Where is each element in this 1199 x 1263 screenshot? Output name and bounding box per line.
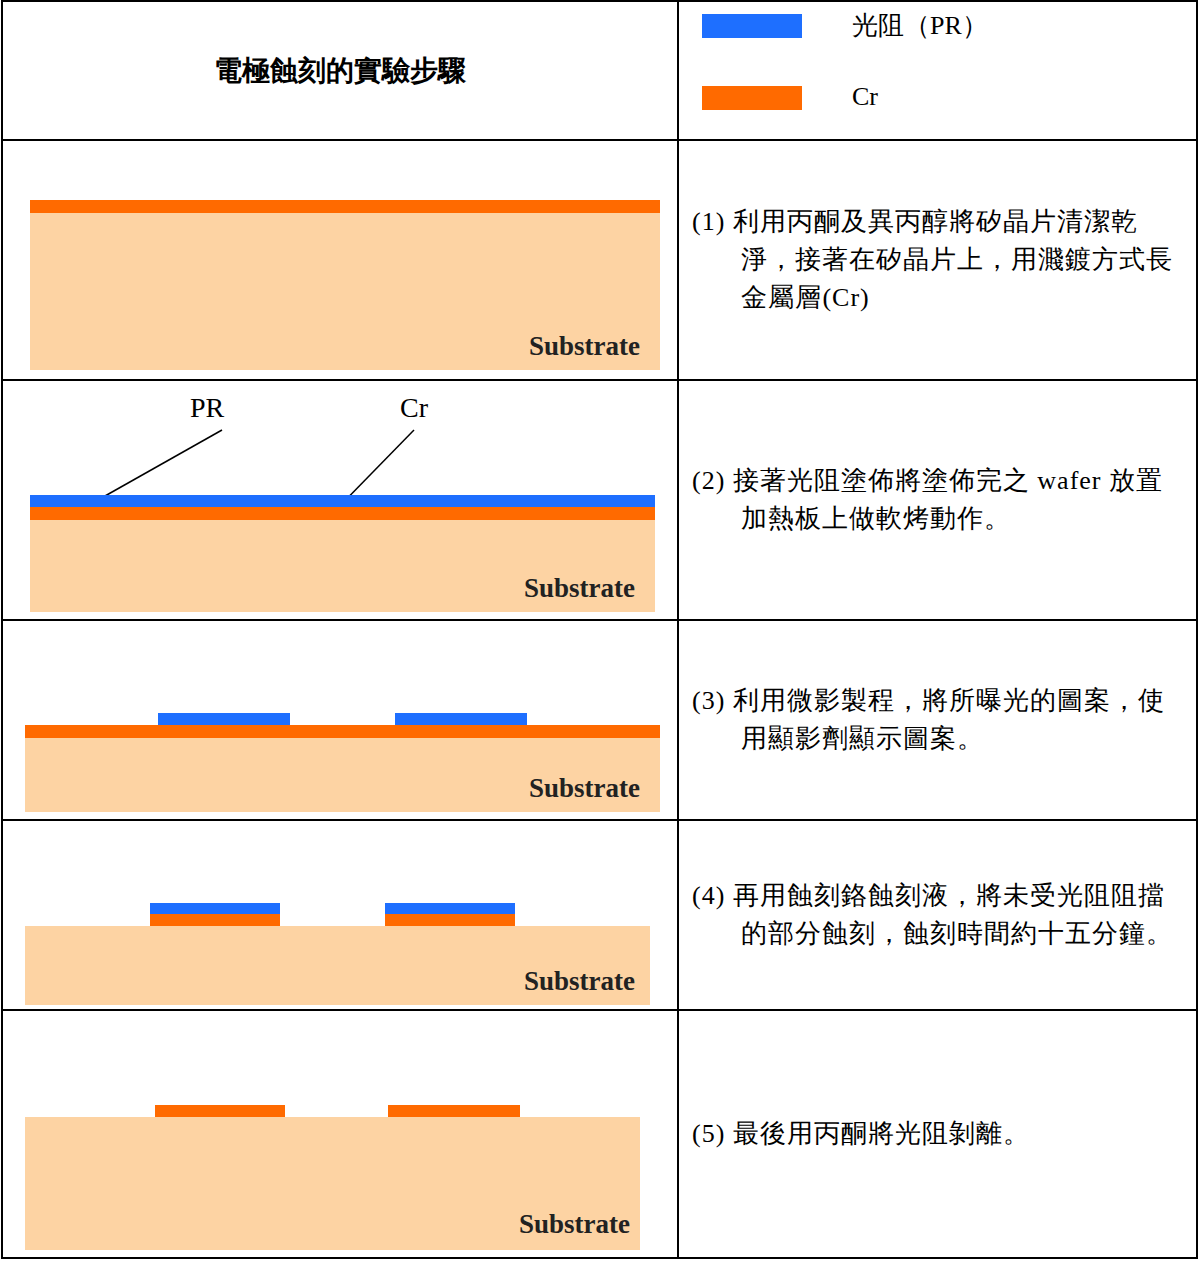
cr-layer [25, 725, 660, 738]
cr-pattern [385, 914, 515, 926]
cr-pattern [150, 914, 280, 926]
substrate [30, 520, 655, 612]
leader-line [105, 430, 222, 496]
substrate-label: Substrate [529, 331, 640, 362]
legend-text: Cr [852, 82, 878, 112]
substrate-label: Substrate [524, 966, 635, 997]
step1-figure [30, 200, 660, 370]
cr-electrode [388, 1105, 520, 1117]
pr-pattern [158, 713, 290, 725]
table-title: 電極蝕刻的實驗步驟 [214, 52, 466, 90]
step-text: (2) 接著光阻塗佈將塗佈完之 wafer 放置加熱板上做軟烤動作。 [692, 462, 1183, 537]
substrate-label: Substrate [519, 1209, 630, 1240]
legend-swatch [702, 86, 802, 110]
cr-layer [30, 200, 660, 213]
cr-electrode [155, 1105, 285, 1117]
pr-pattern [150, 903, 280, 914]
part-label: PR [190, 392, 224, 424]
substrate [25, 1117, 640, 1250]
step2-figure [30, 430, 655, 612]
step5-figure [25, 1105, 640, 1250]
cr-layer [30, 507, 655, 520]
step4-figure [25, 903, 650, 1005]
step3-figure [25, 713, 660, 812]
legend-text: 光阻（PR） [852, 8, 988, 43]
step-text: (5) 最後用丙酮將光阻剝離。 [692, 1115, 1030, 1153]
substrate [25, 926, 650, 1005]
step-text: (4) 再用蝕刻鉻蝕刻液，將未受光阻阻擋的部分蝕刻，蝕刻時間約十五分鐘。 [692, 877, 1183, 952]
substrate-label: Substrate [524, 573, 635, 604]
pr-layer [30, 495, 655, 507]
step-text: (3) 利用微影製程，將所曝光的圖案，使用顯影劑顯示圖案。 [692, 682, 1183, 757]
substrate [30, 213, 660, 370]
step-text: (1) 利用丙酮及異丙醇將矽晶片清潔乾淨，接著在矽晶片上，用濺鍍方式長金屬層(C… [692, 203, 1183, 316]
pr-pattern [395, 713, 527, 725]
legend-swatch [702, 14, 802, 38]
substrate-label: Substrate [529, 773, 640, 804]
part-label: Cr [400, 392, 428, 424]
pr-pattern [385, 903, 515, 914]
substrate [25, 738, 660, 812]
